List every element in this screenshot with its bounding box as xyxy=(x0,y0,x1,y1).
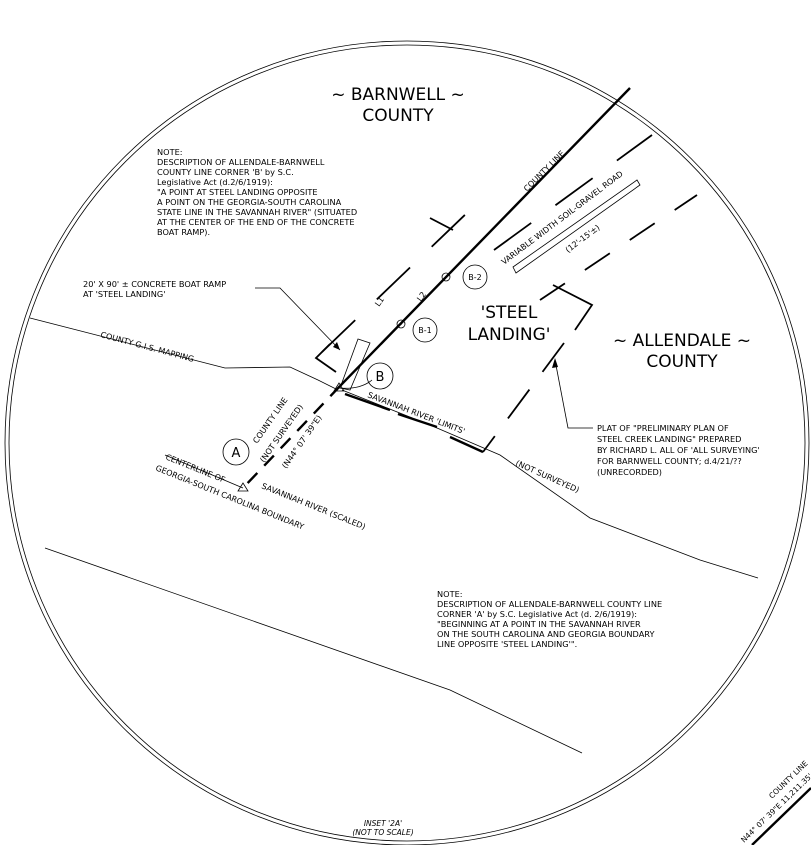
note-corner-b: NOTE: DESCRIPTION OF ALLENDALE-BARNWELL … xyxy=(157,147,357,237)
note-a-line: DESCRIPTION OF ALLENDALE-BARNWELL COUNTY… xyxy=(437,599,662,609)
gis-mapping-line xyxy=(29,317,339,391)
allendale-title-county: COUNTY xyxy=(646,352,718,372)
note-b-line: DESCRIPTION OF ALLENDALE-BARNWELL xyxy=(157,157,325,167)
gis-mapping-label: COUNTY G.I.S. MAPPING xyxy=(99,330,194,364)
lower-river-bank xyxy=(44,547,583,754)
note-b-line: NOTE: xyxy=(157,147,183,157)
inset-boundary-circle-inner xyxy=(8,44,806,842)
inset-subtitle: (NOT TO SCALE) xyxy=(352,828,413,837)
a-bubble xyxy=(222,438,250,466)
ramp-note-line: AT 'STEEL LANDING' xyxy=(83,289,165,299)
plat-boundary xyxy=(321,209,471,353)
savannah-scaled-label: SAVANNAH RIVER (SCALED) xyxy=(260,482,366,532)
note-b-line: Legislative Act (d.2/6/1919): xyxy=(157,177,273,187)
note-b-line: STATE LINE IN THE SAVANNAH RIVER" (SITUA… xyxy=(157,207,357,217)
b1-label: B-1 xyxy=(418,326,431,335)
note-b-line: A POINT ON THE GEORGIA-SOUTH CAROLINA xyxy=(157,197,342,207)
note-b-line: "A POINT AT STEEL LANDING OPPOSITE xyxy=(157,187,318,197)
plat-boundary xyxy=(493,134,653,251)
note-b-line: AT THE CENTER OF THE END OF THE CONCRETE xyxy=(157,217,355,227)
b2-label: B-2 xyxy=(468,273,481,282)
note-b-line: COUNTY LINE CORNER 'B' by S.C. xyxy=(157,167,294,177)
plat-note: PLAT OF "PRELIMINARY PLAN OF STEEL CREEK… xyxy=(597,423,760,477)
plat-boundary xyxy=(552,284,594,331)
barnwell-title: ~ BARNWELL ~ xyxy=(331,85,465,105)
centerline-line xyxy=(164,454,244,489)
plat-note-line: STEEL CREEK LANDING" PREPARED xyxy=(597,434,741,444)
plat-leader xyxy=(554,359,593,429)
l2-label: L2 xyxy=(415,290,428,303)
river-limits-segment xyxy=(397,412,438,429)
river-limits-segment xyxy=(449,435,484,454)
ramp-note-line: 20' X 90' ± CONCRETE BOAT RAMP xyxy=(83,279,226,289)
note-a-line: CORNER 'A' by S.C. Legislative Act (d. 2… xyxy=(437,609,637,619)
plat-boundary xyxy=(314,343,337,373)
plat-note-line: (UNRECORDED) xyxy=(597,467,662,477)
steel-landing-title-2: LANDING' xyxy=(468,325,551,345)
inset-boundary-circle xyxy=(4,40,810,845)
b1-bubble xyxy=(412,317,438,343)
soil-gravel-road xyxy=(512,179,641,274)
point-l2-icon xyxy=(441,272,451,282)
note-b-line: BOAT RAMP). xyxy=(157,227,210,237)
note-a-line: ON THE SOUTH CAROLINA AND GEORGIA BOUNDA… xyxy=(437,629,655,639)
a-label: A xyxy=(232,446,241,461)
not-surveyed-label: (NOT SURVEYED) xyxy=(514,459,580,495)
corner-b-triangle-icon xyxy=(333,382,345,392)
b-bubble xyxy=(366,362,394,390)
note-a-line: "BEGINNING AT A POINT IN THE SAVANNAH RI… xyxy=(437,619,641,629)
point-l1-dot xyxy=(400,323,402,325)
plat-note-line: PLAT OF "PRELIMINARY PLAN OF xyxy=(597,423,729,433)
b-label: B xyxy=(376,370,385,385)
b2-bubble xyxy=(462,264,488,290)
steel-landing-title: 'STEEL xyxy=(481,303,538,323)
allendale-title: ~ ALLENDALE ~ xyxy=(613,331,751,351)
point-l2-dot xyxy=(445,276,447,278)
plat-boundary xyxy=(482,342,565,453)
river-limits-label: SAVANNAH RIVER 'LIMITS' xyxy=(366,390,466,436)
note-a-line: LINE OPPOSITE 'STEEL LANDING'". xyxy=(437,639,577,649)
corner-bearing-label: N44° 07' 39"E 11,211.35' xyxy=(739,772,811,845)
boat-ramp xyxy=(339,338,371,391)
note-a-line: NOTE: xyxy=(437,589,463,599)
upper-river-bank xyxy=(341,389,759,579)
note-corner-a: NOTE: DESCRIPTION OF ALLENDALE-BARNWELL … xyxy=(437,589,662,649)
barnwell-title-county: COUNTY xyxy=(362,106,434,126)
plat-note-line: FOR BARNWELL COUNTY; d.4/21/?? xyxy=(597,456,742,466)
arrow-icon xyxy=(333,342,340,350)
arrow-icon xyxy=(552,358,558,368)
county-line-corner xyxy=(751,787,811,845)
ramp-note: 20' X 90' ± CONCRETE BOAT RAMP AT 'STEEL… xyxy=(83,279,226,299)
l1-label: L1 xyxy=(373,295,386,308)
county-line xyxy=(339,87,631,387)
corner-a-triangle-icon xyxy=(237,482,249,492)
plat-note-line: BY RICHARD L. ALL OF 'ALL SURVEYING' xyxy=(597,445,760,455)
river-limits-segment xyxy=(344,392,391,412)
county-line-label: COUNTY LINE xyxy=(522,149,566,193)
plat-boundary xyxy=(429,217,454,231)
point-l1-icon xyxy=(396,319,406,329)
ramp-leader xyxy=(255,287,341,351)
inset-title: INSET '2A' xyxy=(364,819,402,828)
road-label: VARIABLE WIDTH SOIL-GRAVEL ROAD xyxy=(500,169,625,266)
